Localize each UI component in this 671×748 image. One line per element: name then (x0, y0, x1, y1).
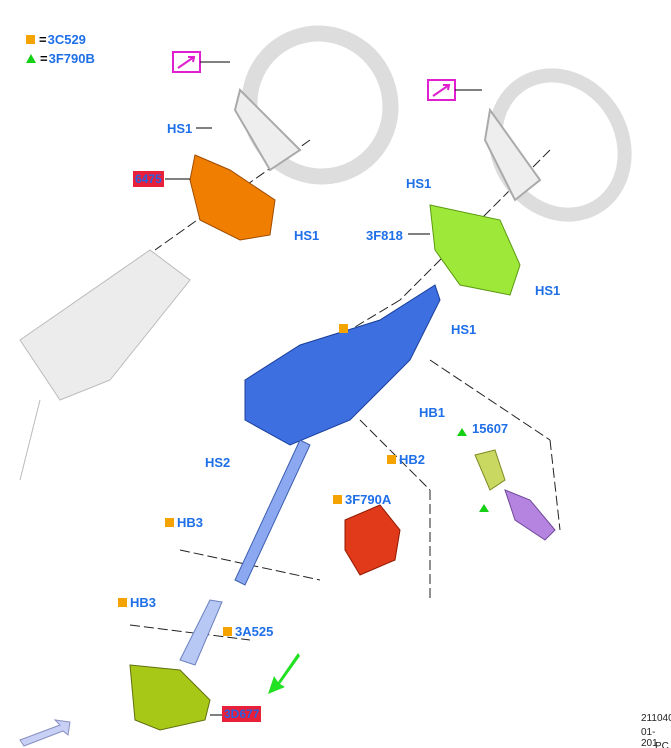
label-hs1: HS1 (294, 228, 320, 243)
label-hs2: HS2 (205, 455, 231, 470)
label-3f818: 3F818 (366, 228, 403, 243)
nav-arrow-icon (19, 719, 71, 747)
boot-3d677 (129, 664, 211, 731)
label-hs1: HS1 (451, 322, 477, 337)
square-icon (118, 598, 127, 607)
square-icon (223, 627, 232, 636)
label-3f790a: 3F790A (333, 492, 391, 507)
footer-extra: PC (655, 741, 669, 748)
steering-column-blue (244, 284, 441, 446)
label-3a525: 3A525 (223, 624, 273, 639)
triangle-icon (26, 54, 36, 63)
label-hs1: HS1 (167, 121, 193, 136)
lock-actuator (504, 489, 556, 541)
clockspring-green (429, 204, 521, 296)
label-15607: 15607 (472, 421, 509, 436)
label-hs1: HS1 (535, 283, 561, 298)
steering-wheel-right (483, 68, 632, 222)
label-3d677: 3D677 (221, 706, 262, 722)
square-icon (333, 495, 342, 504)
view-arrow-icon (268, 653, 300, 694)
label-hb1: HB1 (419, 405, 446, 420)
label-hs1: HS1 (406, 176, 432, 191)
footer-date: 01-201 (641, 727, 658, 748)
steering-wheel-left (233, 25, 399, 185)
square-icon (387, 455, 396, 464)
label-6475: 6475 (133, 171, 164, 187)
label-hb3: HB3 (165, 515, 203, 530)
label-hb2: HB2 (387, 452, 425, 467)
legend-item-3f790b: =3F790B (26, 51, 95, 66)
clockspring-orange (189, 154, 276, 241)
intermediate-shaft (234, 439, 311, 586)
square-icon (26, 35, 35, 44)
square-icon (165, 518, 174, 527)
legend-item-3c529: =3C529 (26, 32, 86, 47)
module-3f790a (344, 504, 401, 576)
steering-column-ghost (19, 249, 191, 481)
label-hb3: HB3 (118, 595, 156, 610)
footer-code: 211040 (641, 713, 671, 724)
